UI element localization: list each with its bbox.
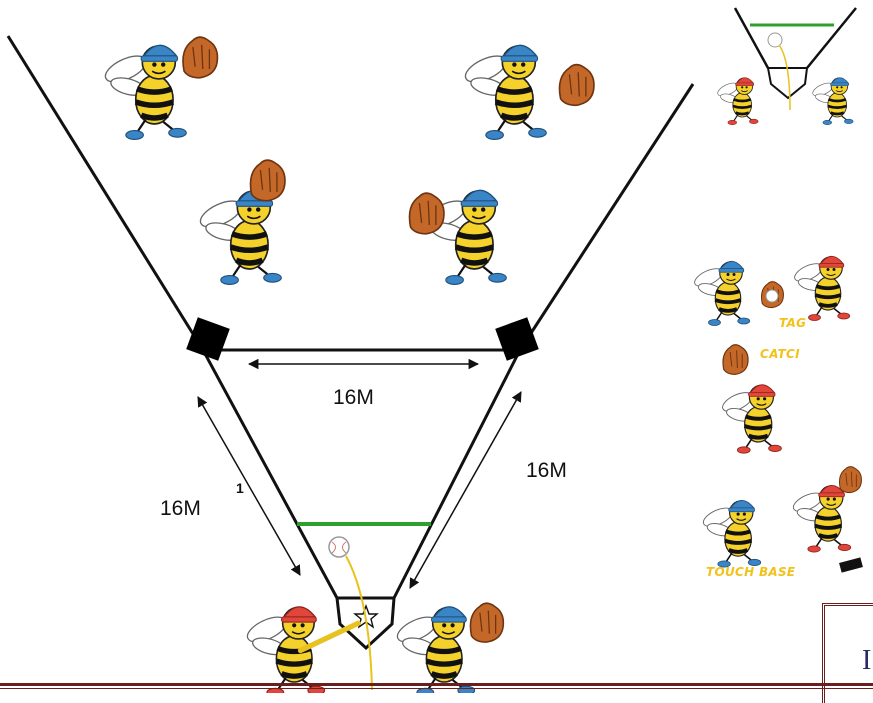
ball	[328, 536, 350, 558]
tee-line	[345, 555, 373, 691]
touch-base-illustration	[698, 466, 863, 573]
left-base-line	[201, 349, 339, 599]
page-corner-letter: I	[862, 645, 872, 676]
page-corner-border	[822, 603, 873, 703]
catcher-bee	[394, 602, 505, 693]
mini-field-diagram	[714, 7, 857, 127]
fielder-bee-mid-left	[197, 159, 286, 284]
touch-base-caption: TOUCH BASE	[706, 565, 796, 579]
right-base	[495, 317, 539, 361]
right-base-line	[392, 349, 522, 599]
top-dimension-label: 16M	[333, 386, 374, 409]
right-dimension-arrow	[409, 391, 522, 589]
left-base	[186, 317, 230, 361]
left-dimension-arrow	[197, 396, 301, 576]
left-dimension-label: 16M	[160, 497, 201, 520]
catch-illustration	[720, 344, 782, 453]
batter-bee	[244, 607, 361, 693]
stray-mark: 1	[236, 480, 244, 496]
ball-seam	[331, 541, 347, 554]
tag-illustration	[690, 254, 852, 328]
right-dimension-label: 16M	[526, 459, 567, 482]
fielder-bee-mid-right	[408, 190, 507, 284]
fielder-bee-top-left	[102, 36, 219, 139]
catch-caption: CATCI	[760, 347, 800, 361]
footer-rule	[0, 683, 873, 689]
right-foul-line	[518, 83, 695, 351]
fielder-bee-top-right	[462, 45, 595, 139]
left-foul-line	[6, 35, 205, 351]
tag-caption: TAG	[779, 316, 807, 330]
